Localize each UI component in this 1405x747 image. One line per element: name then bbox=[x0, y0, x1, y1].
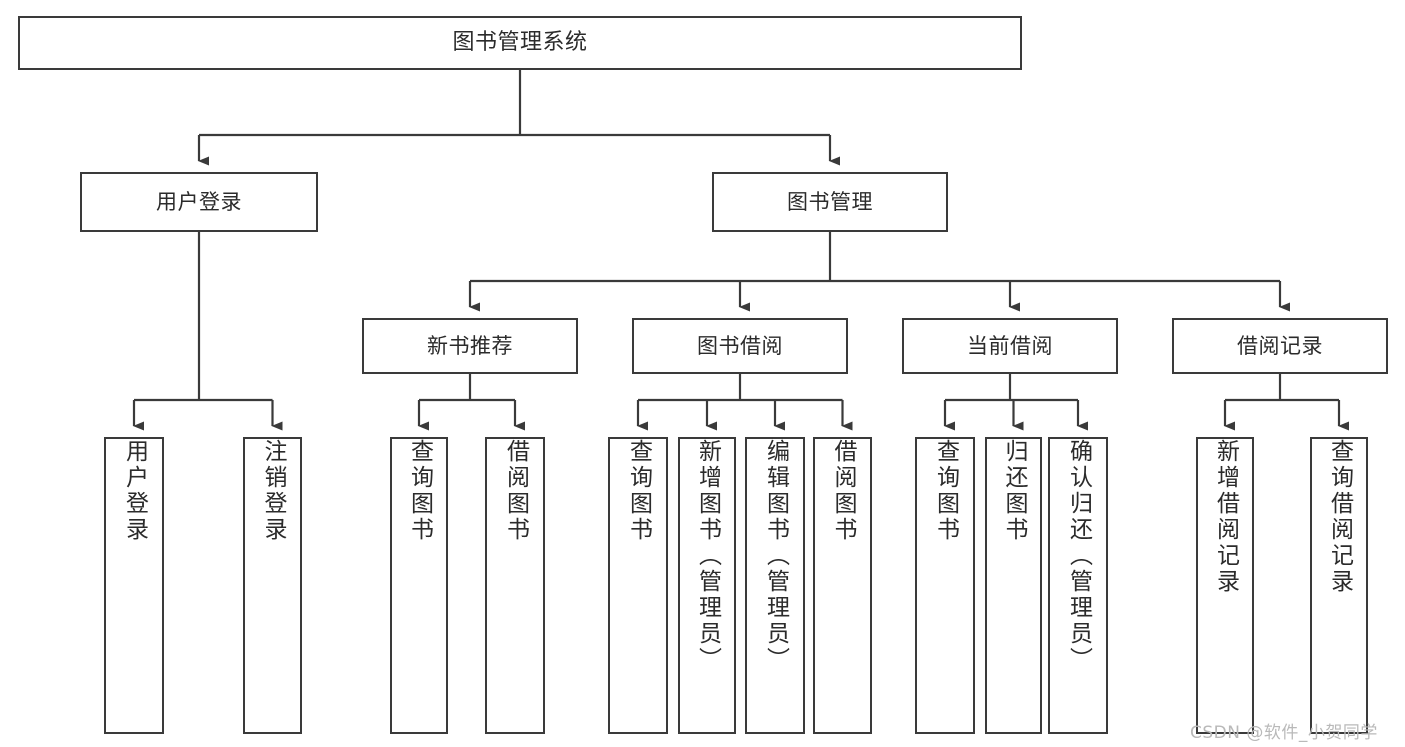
node-label-leaf-6: 新增图书（管理员） bbox=[694, 439, 721, 673]
node-label-leaf-9: 查询图书 bbox=[932, 439, 959, 543]
node-label-login: 用户登录 bbox=[156, 189, 242, 214]
node-label-records: 借阅记录 bbox=[1237, 333, 1323, 358]
node-records[interactable]: 借阅记录 bbox=[1172, 318, 1388, 374]
node-login[interactable]: 用户登录 bbox=[80, 172, 318, 232]
node-leaf-9[interactable]: 查询图书 bbox=[915, 437, 975, 734]
node-label-leaf-3: 查询图书 bbox=[406, 439, 433, 543]
node-leaf-8[interactable]: 借阅图书 bbox=[813, 437, 872, 734]
node-label-leaf-4: 借阅图书 bbox=[502, 439, 529, 543]
node-borrow[interactable]: 图书借阅 bbox=[632, 318, 848, 374]
node-label-leaf-12: 新增借阅记录 bbox=[1212, 439, 1239, 595]
node-bookmgmt[interactable]: 图书管理 bbox=[712, 172, 948, 232]
node-label-newbook: 新书推荐 bbox=[427, 333, 513, 358]
node-leaf-13[interactable]: 查询借阅记录 bbox=[1310, 437, 1368, 734]
node-label-leaf-13: 查询借阅记录 bbox=[1326, 439, 1353, 595]
node-leaf-10[interactable]: 归还图书 bbox=[985, 437, 1042, 734]
node-leaf-2[interactable]: 注销登录 bbox=[243, 437, 302, 734]
node-label-leaf-7: 编辑图书（管理员） bbox=[762, 439, 789, 673]
node-label-bookmgmt: 图书管理 bbox=[787, 189, 873, 214]
node-leaf-3[interactable]: 查询图书 bbox=[390, 437, 448, 734]
node-leaf-4[interactable]: 借阅图书 bbox=[485, 437, 545, 734]
node-leaf-7[interactable]: 编辑图书（管理员） bbox=[745, 437, 805, 734]
node-leaf-11[interactable]: 确认归还（管理员） bbox=[1048, 437, 1108, 734]
node-leaf-5[interactable]: 查询图书 bbox=[608, 437, 668, 734]
node-label-root: 图书管理系统 bbox=[452, 30, 588, 56]
node-leaf-12[interactable]: 新增借阅记录 bbox=[1196, 437, 1254, 734]
node-label-borrow: 图书借阅 bbox=[697, 333, 783, 358]
node-current[interactable]: 当前借阅 bbox=[902, 318, 1118, 374]
watermark-text: CSDN @软件_小贺同学 bbox=[1190, 723, 1378, 743]
node-label-current: 当前借阅 bbox=[967, 333, 1053, 358]
node-label-leaf-8: 借阅图书 bbox=[830, 439, 856, 543]
node-label-leaf-11: 确认归还（管理员） bbox=[1065, 439, 1092, 673]
node-newbook[interactable]: 新书推荐 bbox=[362, 318, 578, 374]
node-label-leaf-10: 归还图书 bbox=[1001, 439, 1027, 543]
node-label-leaf-2: 注销登录 bbox=[260, 439, 286, 543]
node-label-leaf-5: 查询图书 bbox=[625, 439, 652, 543]
node-leaf-1[interactable]: 用户登录 bbox=[104, 437, 164, 734]
node-label-leaf-1: 用户登录 bbox=[121, 439, 148, 543]
node-root[interactable]: 图书管理系统 bbox=[18, 16, 1022, 70]
node-leaf-6[interactable]: 新增图书（管理员） bbox=[678, 437, 736, 734]
